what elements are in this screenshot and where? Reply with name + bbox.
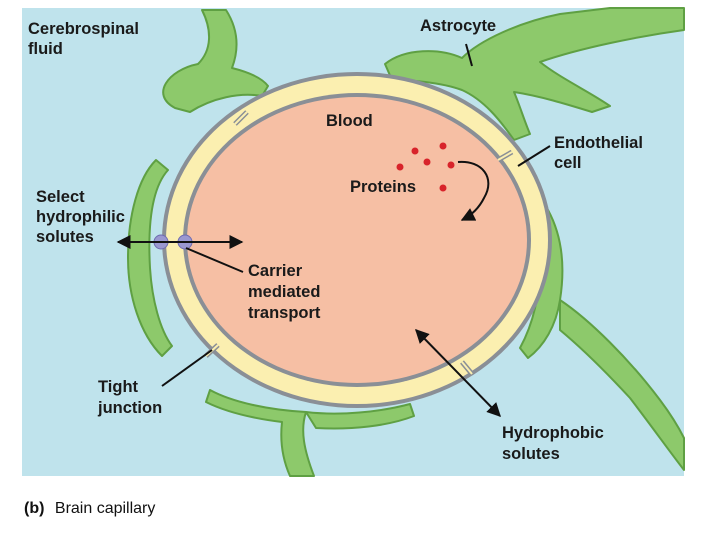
protein-dot xyxy=(396,163,404,171)
figure-caption: (b) Brain capillary xyxy=(24,500,155,517)
endothelial-pointer xyxy=(517,145,551,167)
label-endothelial-line1: Endothelial xyxy=(554,134,643,152)
label-select-line1: Select xyxy=(36,188,85,206)
label-proteins: Proteins xyxy=(350,178,416,196)
label-tight-line1: Tight xyxy=(98,378,139,396)
label-select-line3: solutes xyxy=(36,228,94,246)
label-endothelial-cell: Endothelial cell xyxy=(554,134,648,172)
label-cerebrospinal-line1: Cerebrospinal xyxy=(28,20,139,38)
label-tight-line2: junction xyxy=(97,399,162,417)
astrocyte-processes xyxy=(127,7,685,477)
label-cerebrospinal-fluid: Cerebrospinal fluid xyxy=(28,20,144,58)
astrocyte-foot-bottom xyxy=(205,389,415,477)
astrocyte-pointer xyxy=(465,43,473,67)
label-hydrophobic-solutes: Hydrophobic solutes xyxy=(502,424,608,463)
caption-panel-letter: (b) xyxy=(24,500,44,517)
capillary xyxy=(162,72,552,408)
protein-dot xyxy=(439,142,447,150)
blood-lumen xyxy=(187,97,527,383)
astrocyte-foot-top-right xyxy=(384,7,685,141)
protein-dot xyxy=(447,161,455,169)
label-carrier-line1: Carrier xyxy=(248,262,303,280)
carrier-pointer xyxy=(185,247,244,273)
hydrophobic-diffusion-arrow xyxy=(415,328,501,418)
label-hydrophobic-line2: solutes xyxy=(502,445,560,463)
protein-dot xyxy=(423,158,431,166)
tight-junction-pointer xyxy=(161,349,213,387)
label-cerebrospinal-line2: fluid xyxy=(28,40,63,58)
label-carrier-line3: transport xyxy=(248,304,321,322)
astrocyte-foot-top-left xyxy=(162,9,269,113)
blood-proteins xyxy=(396,142,455,192)
label-select-line2: hydrophilic xyxy=(36,208,125,226)
label-carrier-mediated-transport: Carrier mediated transport xyxy=(248,262,325,322)
label-carrier-line2: mediated xyxy=(248,283,320,301)
label-blood: Blood xyxy=(326,112,373,130)
label-astrocyte: Astrocyte xyxy=(420,17,496,35)
pointer-lines xyxy=(161,43,551,387)
label-tight-junction: Tight junction xyxy=(97,378,162,417)
label-hydrophobic-line1: Hydrophobic xyxy=(502,424,604,442)
protein-blocked-arrow xyxy=(457,160,490,221)
label-endothelial-line2: cell xyxy=(554,154,582,172)
caption-text: Brain capillary xyxy=(55,500,155,517)
protein-dot xyxy=(411,147,419,155)
label-select-hydrophilic-solutes: Select hydrophilic solutes xyxy=(36,188,130,246)
protein-dot xyxy=(439,184,447,192)
arrows xyxy=(116,160,501,418)
